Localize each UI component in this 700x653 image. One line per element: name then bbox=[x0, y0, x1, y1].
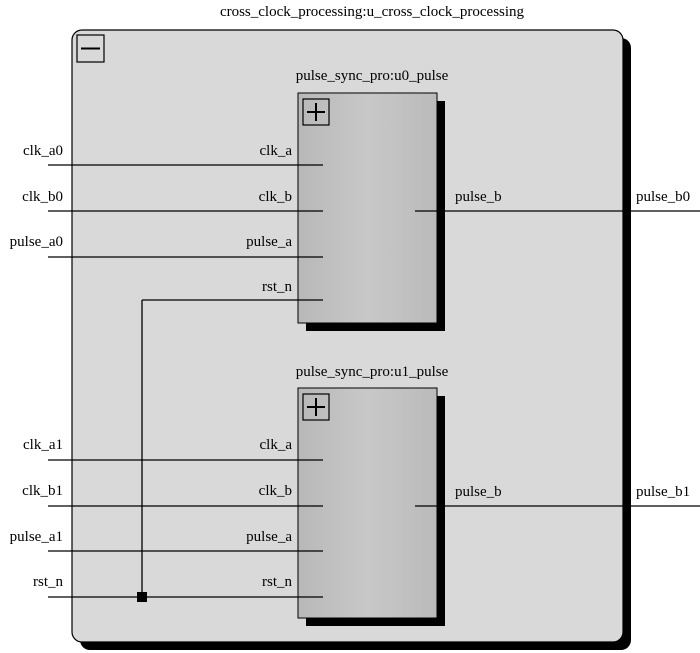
port-label: pulse_b bbox=[455, 189, 502, 205]
instance-u0-box[interactable] bbox=[297, 92, 438, 324]
port-label: rst_n bbox=[262, 574, 293, 590]
output-label: pulse_b1 bbox=[636, 484, 690, 500]
plus-icon[interactable] bbox=[302, 98, 330, 126]
input-label: clk_b0 bbox=[22, 189, 63, 205]
wires bbox=[48, 164, 700, 598]
port-label: clk_a bbox=[260, 437, 293, 453]
port-label: rst_n bbox=[262, 279, 293, 295]
port-label: clk_b bbox=[259, 189, 292, 205]
port-label: clk_b bbox=[259, 483, 292, 499]
port-label: clk_a bbox=[260, 143, 293, 159]
top-module-title: cross_clock_processing:u_cross_clock_pro… bbox=[220, 4, 525, 20]
input-label: pulse_a1 bbox=[10, 529, 63, 545]
input-label: clk_b1 bbox=[22, 483, 63, 499]
port-label: pulse_b bbox=[455, 484, 502, 500]
top-module-box[interactable] bbox=[71, 29, 624, 643]
instance-u1-title: pulse_sync_pro:u1_pulse bbox=[296, 364, 449, 380]
instance-u0-title: pulse_sync_pro:u0_pulse bbox=[296, 68, 449, 84]
junction-dot bbox=[137, 592, 147, 602]
port-label: pulse_a bbox=[246, 234, 292, 250]
output-label: pulse_b0 bbox=[636, 189, 690, 205]
port-label: pulse_a bbox=[246, 529, 292, 545]
minus-icon[interactable] bbox=[76, 34, 105, 63]
plus-icon[interactable] bbox=[302, 393, 330, 421]
input-label: rst_n bbox=[33, 574, 64, 590]
input-label: clk_a1 bbox=[23, 437, 63, 453]
instance-u1-box[interactable] bbox=[297, 387, 438, 619]
input-label: pulse_a0 bbox=[10, 234, 63, 250]
input-label: clk_a0 bbox=[23, 143, 63, 159]
